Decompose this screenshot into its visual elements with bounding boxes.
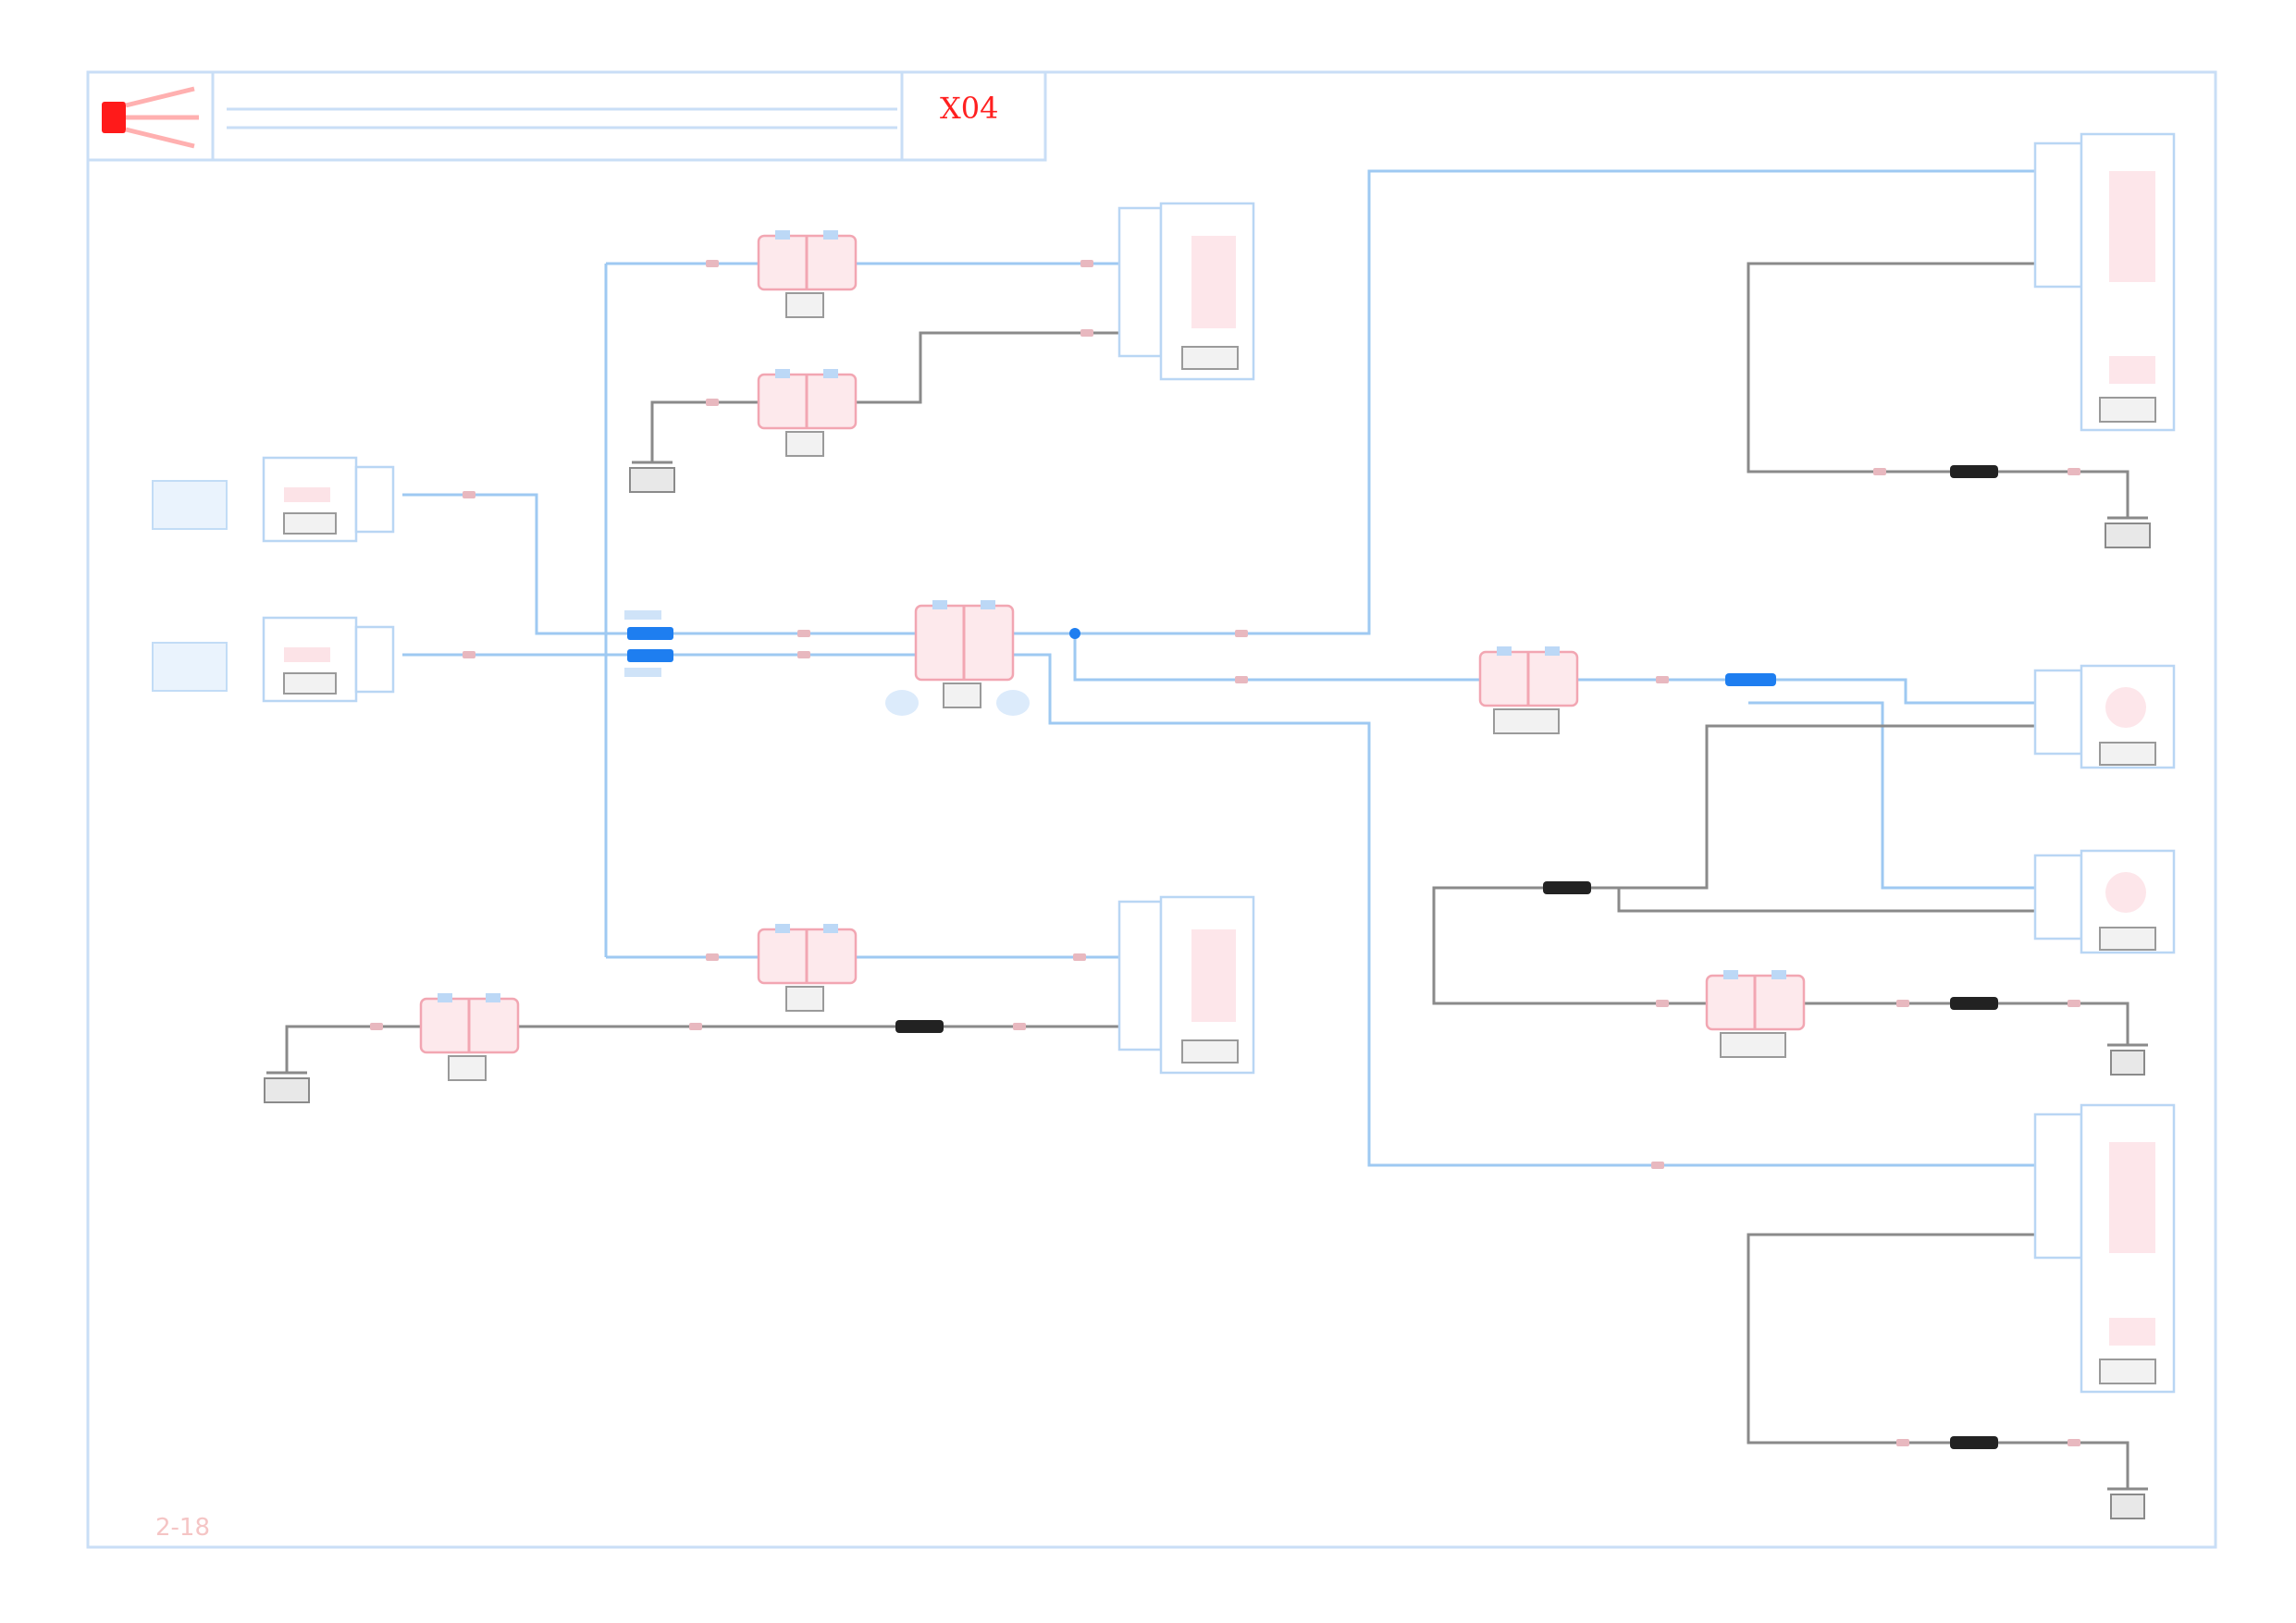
left-label-lower (152, 642, 228, 692)
inline-connector-f4 (419, 993, 520, 1081)
signal-wires (402, 162, 2042, 1167)
inline-connector-f1 (757, 230, 858, 318)
left-label-upper (152, 480, 228, 530)
lamp-right-upper (2033, 664, 2176, 769)
page-frame (86, 70, 2217, 1549)
page-number: 2-18 (155, 1514, 210, 1542)
blue-splice-right (1725, 673, 1776, 686)
left-component-upper (262, 456, 395, 543)
ground-symbols (264, 461, 2151, 1519)
module-lower-middle (1117, 895, 1255, 1075)
lamp-right-lower (2033, 849, 2176, 954)
title-block: X04 (86, 70, 1047, 162)
junction-dot (1069, 628, 1080, 639)
black-splices (895, 465, 1998, 1449)
left-component-lower (262, 616, 395, 703)
ground-wires (285, 262, 2129, 1489)
module-upper-middle (1117, 202, 1255, 381)
brand-logo (102, 86, 199, 149)
module-right-top (2033, 132, 2176, 432)
center-connector (885, 600, 1030, 716)
blue-junction-left (624, 610, 673, 677)
inline-connector-f6 (1478, 646, 1579, 734)
inline-connector-f3 (757, 924, 858, 1012)
inline-connector-f2 (757, 369, 858, 457)
wire-pin-markers (370, 260, 2080, 1446)
inline-connector-f7 (1705, 970, 1806, 1058)
module-right-bottom (2033, 1103, 2176, 1394)
diagram-code: X04 (940, 91, 999, 126)
